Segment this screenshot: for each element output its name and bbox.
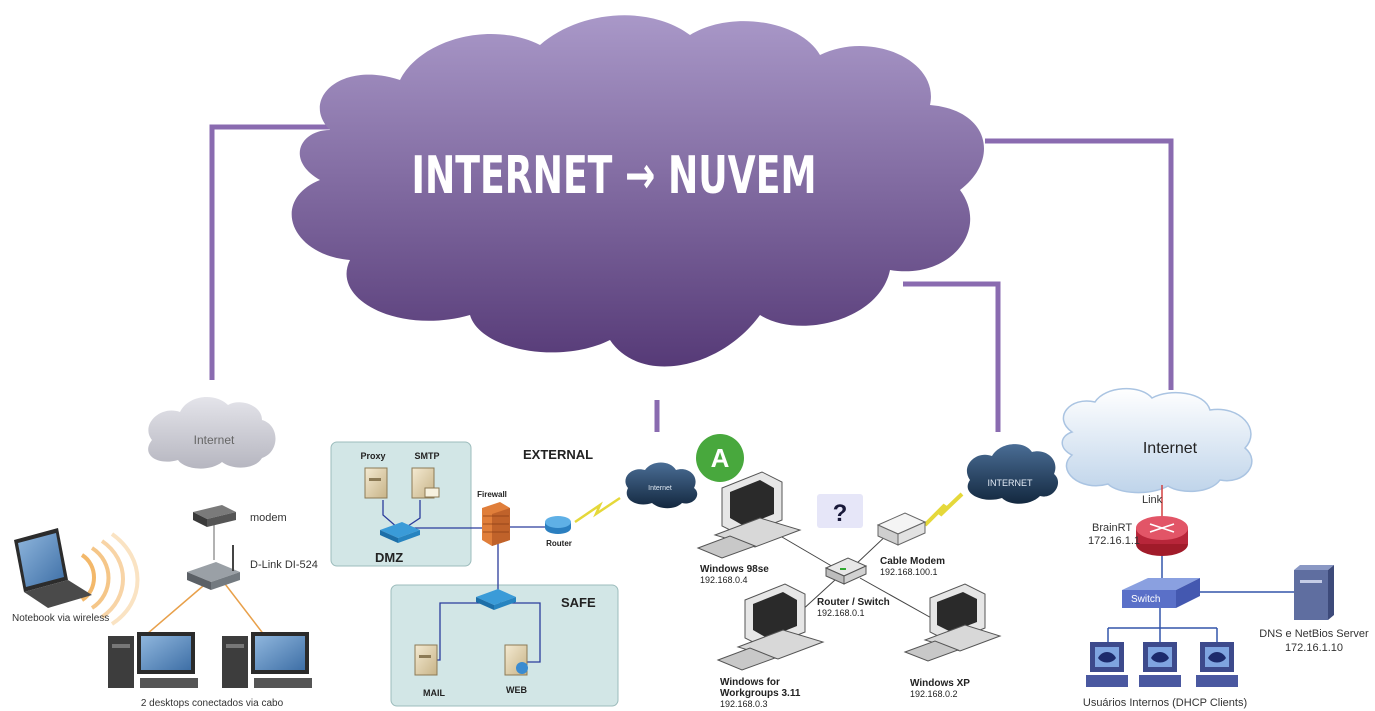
connector-right: [985, 138, 1174, 390]
left-home-network: Internet modem D-Link DI-524: [12, 396, 318, 709]
badge-a-label: A: [711, 443, 730, 473]
proxy-server-icon: [364, 467, 388, 499]
router-label: D-Link DI-524: [250, 559, 318, 571]
home-lightning-icon: [923, 492, 964, 527]
winxp-pc-icon: [903, 583, 1002, 662]
home-lan: A ? INTERNET Cable Modem 192.168.100.1 R…: [696, 434, 1059, 709]
notebook-label: Notebook via wireless: [12, 613, 109, 624]
desktop-2-icon: [222, 632, 312, 688]
win98-ip: 192.168.0.4: [700, 575, 748, 585]
web-server-icon: [504, 644, 528, 676]
server-ip: 172.16.1.10: [1285, 642, 1343, 654]
smtp-label: SMTP: [414, 451, 439, 461]
home-internet-label: INTERNET: [988, 478, 1034, 488]
dmz-internet-label: Internet: [648, 485, 672, 492]
grey-internet-cloud: Internet: [148, 396, 276, 469]
win98-label: Windows 98se: [700, 564, 769, 575]
win98-pc-icon: [696, 471, 802, 559]
connector-home: [903, 281, 1001, 432]
safe-switch-icon: [476, 589, 516, 610]
safe-label: SAFE: [561, 595, 596, 610]
internet-cloud: INTERNET → NUVEM: [291, 15, 985, 367]
winxp-ip: 192.168.0.2: [910, 689, 958, 699]
wfw-ip: 192.168.0.3: [720, 699, 768, 709]
modem-label: modem: [250, 512, 287, 524]
server-label: DNS e NetBios Server: [1259, 628, 1369, 640]
firewall-label: Firewall: [477, 490, 507, 499]
web-label: WEB: [506, 685, 527, 695]
notebook-icon: [14, 528, 92, 608]
client-pc-3-icon: [1196, 642, 1238, 687]
badge-a: A: [696, 434, 744, 482]
client-pc-2-icon: [1139, 642, 1181, 687]
desktop-1-icon: [108, 632, 198, 688]
cable-modem-icon: [876, 512, 927, 546]
mail-server-icon: [414, 644, 438, 676]
clients-label: Usuários Internos (DHCP Clients): [1083, 697, 1247, 709]
wfw-label-line1: Windows for: [720, 677, 780, 688]
router-switch-ip: 192.168.0.1: [817, 608, 865, 618]
question-box: ?: [817, 494, 863, 528]
right-internet-cloud: Internet: [1061, 387, 1253, 494]
dmz-zone: [330, 441, 472, 567]
page-title: INTERNET → NUVEM: [412, 146, 817, 206]
router-switch-icon: [824, 557, 868, 585]
dmz-router-icon: [545, 516, 571, 534]
smtp-server-icon: [411, 467, 440, 499]
internal-network: Internet Link BrainRT 172.16.1.1 Switch: [1061, 387, 1369, 709]
brainrt-router-icon: [1136, 516, 1188, 556]
wfw-label-line2: Workgroups 3.11: [720, 688, 801, 699]
dmz-network: Proxy SMTP DMZ Firewall: [330, 441, 698, 707]
firewall-icon: [482, 502, 510, 546]
client-pc-1-icon: [1086, 642, 1128, 687]
lightning-icon: [574, 496, 621, 524]
wfw-pc-icon: [716, 583, 825, 671]
dns-server-icon: [1294, 565, 1334, 620]
home-internet-cloud: INTERNET: [966, 444, 1059, 504]
question-mark: ?: [833, 500, 848, 527]
right-internet-label: Internet: [1143, 440, 1198, 457]
cable-modem-label: Cable Modem: [880, 556, 945, 567]
mail-label: MAIL: [423, 688, 445, 698]
cloud-connectors: [209, 124, 1174, 432]
dmz-router-label: Router: [546, 539, 572, 548]
router-switch-label: Router / Switch: [817, 597, 890, 608]
switch-label: Switch: [1131, 594, 1160, 605]
connector-left: [209, 124, 338, 380]
proxy-label: Proxy: [360, 451, 385, 461]
dmz-internet-cloud: Internet: [625, 462, 698, 509]
wireless-waves-icon: [80, 532, 140, 626]
modem-icon: [193, 505, 236, 527]
link-label: Link: [1142, 494, 1163, 506]
dmz-switch-icon: [380, 522, 420, 543]
external-label: EXTERNAL: [523, 447, 593, 462]
right-switch-icon: [1122, 578, 1200, 608]
brainrt-label: BrainRT: [1092, 522, 1132, 534]
cable-modem-ip: 192.168.100.1: [880, 567, 938, 577]
winxp-label: Windows XP: [910, 678, 970, 689]
left-cloud-label: Internet: [194, 433, 235, 447]
brainrt-ip: 172.16.1.1: [1088, 535, 1140, 547]
desktops-label: 2 desktops conectados via cabo: [141, 698, 284, 709]
dmz-label: DMZ: [375, 550, 403, 565]
wireless-router-icon: [187, 545, 240, 590]
